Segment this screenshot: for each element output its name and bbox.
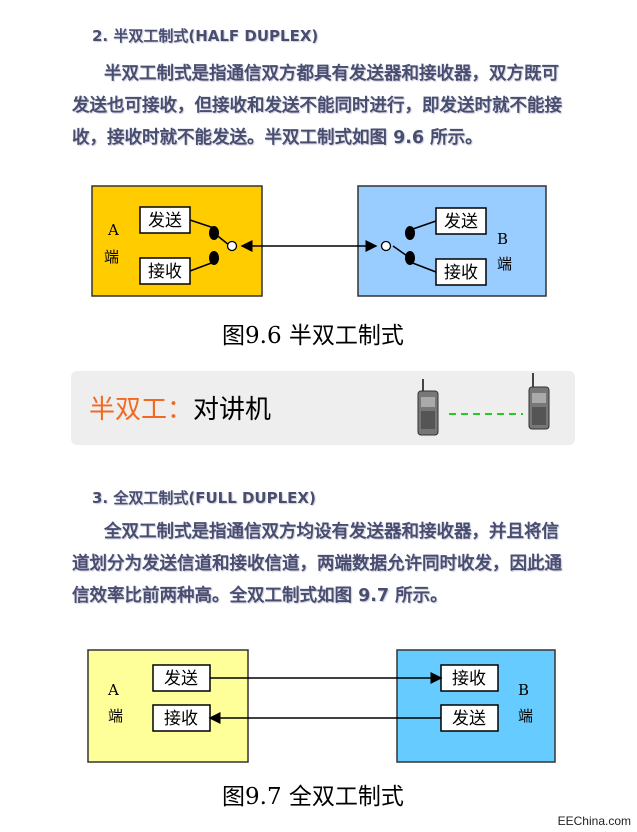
section-heading-full-duplex: 3. 全双工制式(FULL DUPLEX): [92, 489, 316, 507]
full-right-recv-box: [440, 664, 499, 692]
half-right-label-a: B: [497, 230, 508, 248]
full-left-label-b: 端: [108, 707, 123, 725]
half-left-label-a: A: [107, 221, 119, 239]
banner-text: 半双工：对讲机: [89, 389, 271, 426]
half-left-switch-contact-bottom: [209, 251, 219, 265]
full-right-label-a: B: [518, 681, 529, 699]
half-left-recv-label: 接收: [148, 262, 182, 282]
half-left-switch-pivot: [226, 240, 238, 252]
paragraph-full-duplex-text: 全双工制式是指通信双方均设有发送器和接收器，并且将信道划分为发送信道和接收信道，…: [72, 522, 562, 606]
half-right-switch-contact-top: [405, 226, 415, 240]
full-left-send-label: 发送: [164, 669, 198, 689]
full-right-label-b: 端: [518, 707, 533, 725]
figure-caption-full-duplex: 图9.7 全双工制式: [222, 784, 404, 810]
half-right-recv-label: 接收: [444, 263, 478, 283]
half-right-recv-box: [435, 258, 487, 286]
full-right-send-box: [440, 704, 499, 732]
full-left-send-box: [152, 664, 211, 692]
half-left-terminal-box: [91, 185, 263, 297]
half-right-label-b: 端: [497, 255, 512, 273]
full-right-terminal-box: [396, 649, 556, 763]
paragraph-half-duplex-text: 半双工制式是指通信双方都具有发送器和接收器，双方既可发送也可接收，但接收和发送不…: [72, 64, 562, 148]
full-left-recv-box: [152, 704, 211, 732]
half-left-send-box: [139, 206, 191, 234]
section-heading-half-duplex: 2. 半双工制式(HALF DUPLEX): [92, 27, 319, 45]
full-left-terminal-box: [87, 649, 249, 763]
walkie-talkie-illustration: [417, 373, 550, 436]
paragraph-full-duplex: 全双工制式是指通信双方均设有发送器和接收器，并且将信道划分为发送信道和接收信道，…: [72, 516, 572, 612]
full-left-recv-label: 接收: [164, 709, 198, 729]
half-right-switch-arm: [392, 245, 411, 259]
figure-caption-half-duplex: 图9.6 半双工制式: [222, 323, 404, 349]
walkie-talkie-right-icon: [528, 373, 550, 430]
walkie-talkie-banner: 半双工：对讲机: [71, 371, 575, 445]
full-right-recv-label: 接收: [452, 669, 486, 689]
half-left-label-b: 端: [104, 248, 119, 266]
full-left-label-a: A: [107, 681, 119, 699]
half-left-switch-arm: [213, 232, 230, 246]
half-left-send-label: 发送: [148, 211, 182, 231]
half-right-send-label: 发送: [444, 212, 478, 232]
half-left-switch-contact-top: [209, 226, 219, 240]
half-right-switch-contact-bottom: [405, 251, 415, 265]
half-right-switch-pivot: [380, 240, 392, 252]
full-right-send-label: 发送: [452, 709, 486, 729]
paragraph-half-duplex: 半双工制式是指通信双方都具有发送器和接收器，双方既可发送也可接收，但接收和发送不…: [72, 58, 572, 154]
walkie-talkie-left-icon: [417, 379, 439, 436]
half-right-send-box: [435, 207, 487, 235]
half-left-recv-box: [139, 257, 191, 285]
half-right-terminal-box: [357, 185, 547, 297]
watermark: EEChina.com: [557, 814, 631, 828]
banner-highlight: 半双工：: [89, 395, 194, 425]
banner-example: 对讲机: [193, 395, 272, 425]
